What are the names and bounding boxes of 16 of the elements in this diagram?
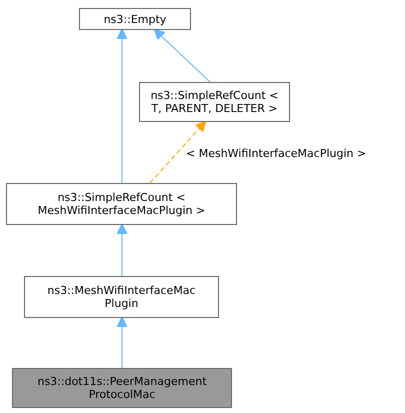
class-box xyxy=(79,8,191,30)
class-box xyxy=(24,276,219,318)
class-box xyxy=(6,183,237,225)
class-name: ns3::SimpleRefCount < MeshWifiInterfaceMacPlugin > xyxy=(36,191,206,217)
inheritance-arrow xyxy=(116,28,128,184)
class-box xyxy=(12,368,232,408)
class-name: ns3::MeshWifiInterfaceMac Plugin xyxy=(46,284,197,310)
class-box xyxy=(139,82,290,122)
class-name: ns3::SimpleRefCount < T, PARENT, DELETER > xyxy=(150,89,280,115)
inheritance-arrow xyxy=(116,316,128,368)
inheritance-arrow xyxy=(154,28,210,82)
class-name: ns3::dot11s::PeerManagement ProtocolMac xyxy=(36,375,208,401)
class-name: ns3::Empty xyxy=(104,12,166,26)
inheritance-arrow xyxy=(150,120,206,184)
inheritance-arrow xyxy=(116,224,128,276)
edge-label: < MeshWifiInterfaceMacPlugin > xyxy=(186,147,366,160)
